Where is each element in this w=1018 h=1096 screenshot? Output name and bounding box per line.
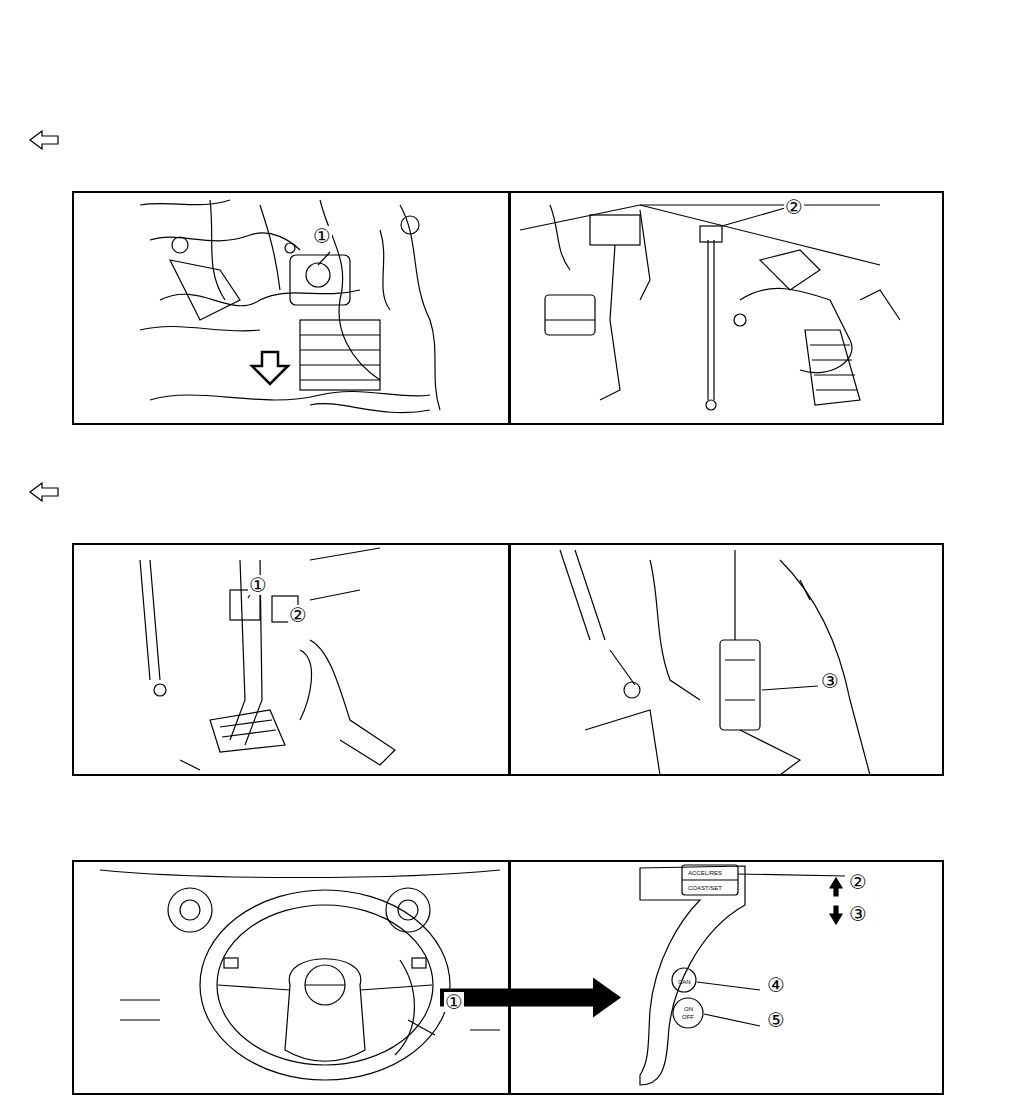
leader-line	[408, 1020, 435, 1035]
callout-number: ④	[766, 975, 786, 995]
switch-label: ON	[684, 1006, 693, 1012]
figure-panel: ②	[509, 191, 944, 425]
callout-number: ①	[312, 226, 332, 246]
leader-line	[722, 208, 785, 226]
figure-panel: ③	[509, 543, 944, 776]
view-arrow	[252, 352, 288, 384]
up-arrow	[830, 878, 842, 896]
pedal-assembly	[520, 205, 900, 410]
callout-number: ③	[820, 671, 840, 691]
down-arrow	[830, 906, 842, 924]
callout-number: ②	[784, 197, 804, 217]
switch-label: ACCEL/RES	[688, 870, 722, 876]
switch-label: COAST/SET	[688, 885, 722, 891]
figure-panel: ② ③ ④ ⑤ ACCEL/RES COAST/SET CAN ON OFF	[509, 860, 944, 1095]
engine-compartment	[140, 200, 440, 413]
steering-wheel	[100, 870, 500, 1080]
cancel-button	[672, 968, 696, 992]
leader-line	[318, 252, 330, 265]
leader-line	[697, 982, 760, 990]
figure-panel: ①②	[72, 543, 510, 776]
section-arrow	[30, 131, 58, 149]
section-arrow	[30, 483, 58, 501]
pedal-assembly	[140, 548, 395, 770]
switch-label: OFF	[682, 1014, 694, 1020]
pedal-assembly	[560, 550, 870, 775]
pointer-arrow	[440, 978, 621, 1018]
main-switch	[673, 998, 703, 1028]
switch-label: CAN	[678, 979, 691, 985]
callout-number: ②	[288, 605, 308, 625]
callout-number: ②	[848, 872, 868, 892]
leader-line	[738, 874, 845, 876]
switch	[700, 226, 722, 242]
callout-number: ③	[848, 904, 868, 924]
figure-panel: ①	[72, 191, 510, 425]
steering-switch	[640, 865, 845, 1085]
callout-number: ①	[444, 992, 464, 1012]
callout-number: ①	[248, 575, 268, 595]
rocker-switch	[682, 865, 738, 895]
leader-line	[704, 1014, 760, 1026]
pointer-arrow	[440, 978, 621, 1018]
leader-line	[762, 686, 818, 690]
callout-number: ⑤	[766, 1010, 786, 1030]
figure-panel: ①	[72, 860, 510, 1095]
